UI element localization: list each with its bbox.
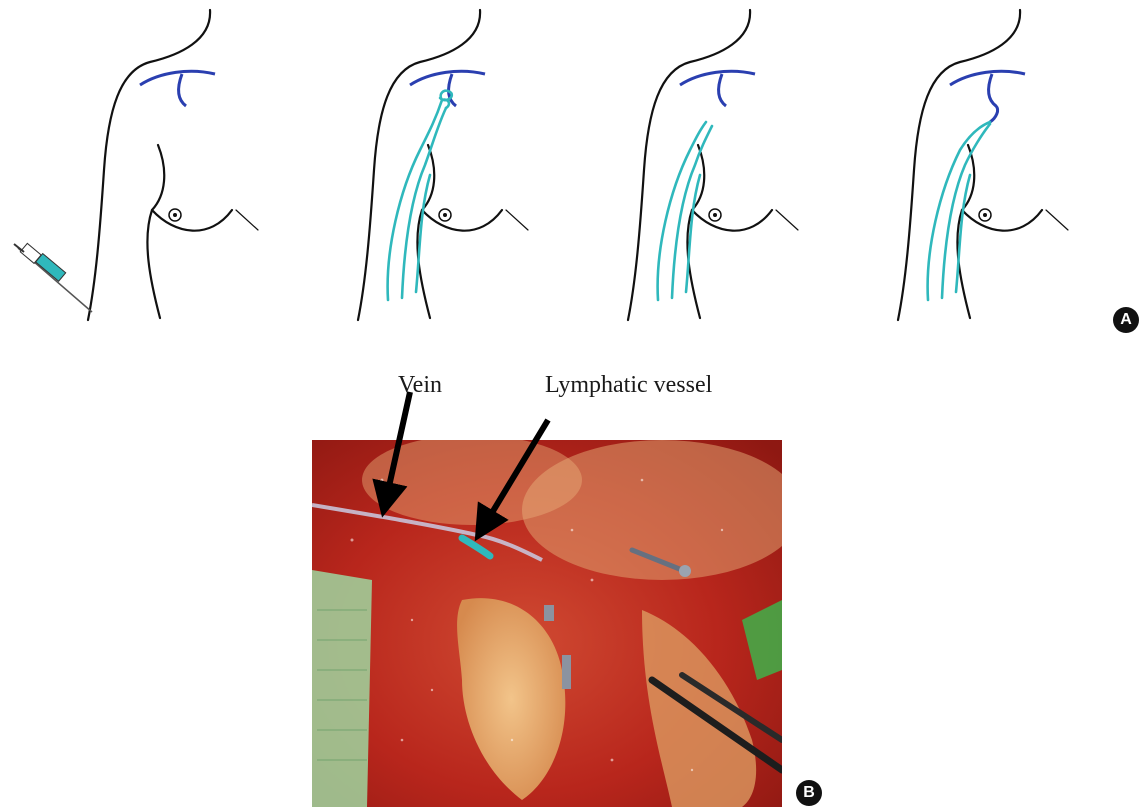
ruler-gauge: [312, 570, 372, 807]
torso-outline: [147, 145, 164, 318]
schematic-dye-uptake-stage: [270, 0, 540, 330]
subclavian-vein: [140, 71, 215, 85]
vein-label: Vein: [398, 372, 442, 399]
breast-outline: [152, 210, 232, 231]
intraoperative-photo: [312, 440, 782, 807]
panel-a-schematic: A: [0, 0, 1142, 340]
panel-a-badge: A: [1113, 307, 1139, 333]
schematic-injection-stage: [0, 0, 270, 330]
panel-b-badge: B: [796, 780, 822, 806]
syringe-icon: [14, 243, 92, 312]
schematic-anastomosis-stage: [810, 0, 1080, 330]
arm-outline: [88, 10, 210, 320]
schematic-lymphatic-channels-stage: [540, 0, 810, 330]
lymphatic-vessel-label: Lymphatic vessel: [545, 372, 712, 399]
side-line: [236, 210, 258, 230]
